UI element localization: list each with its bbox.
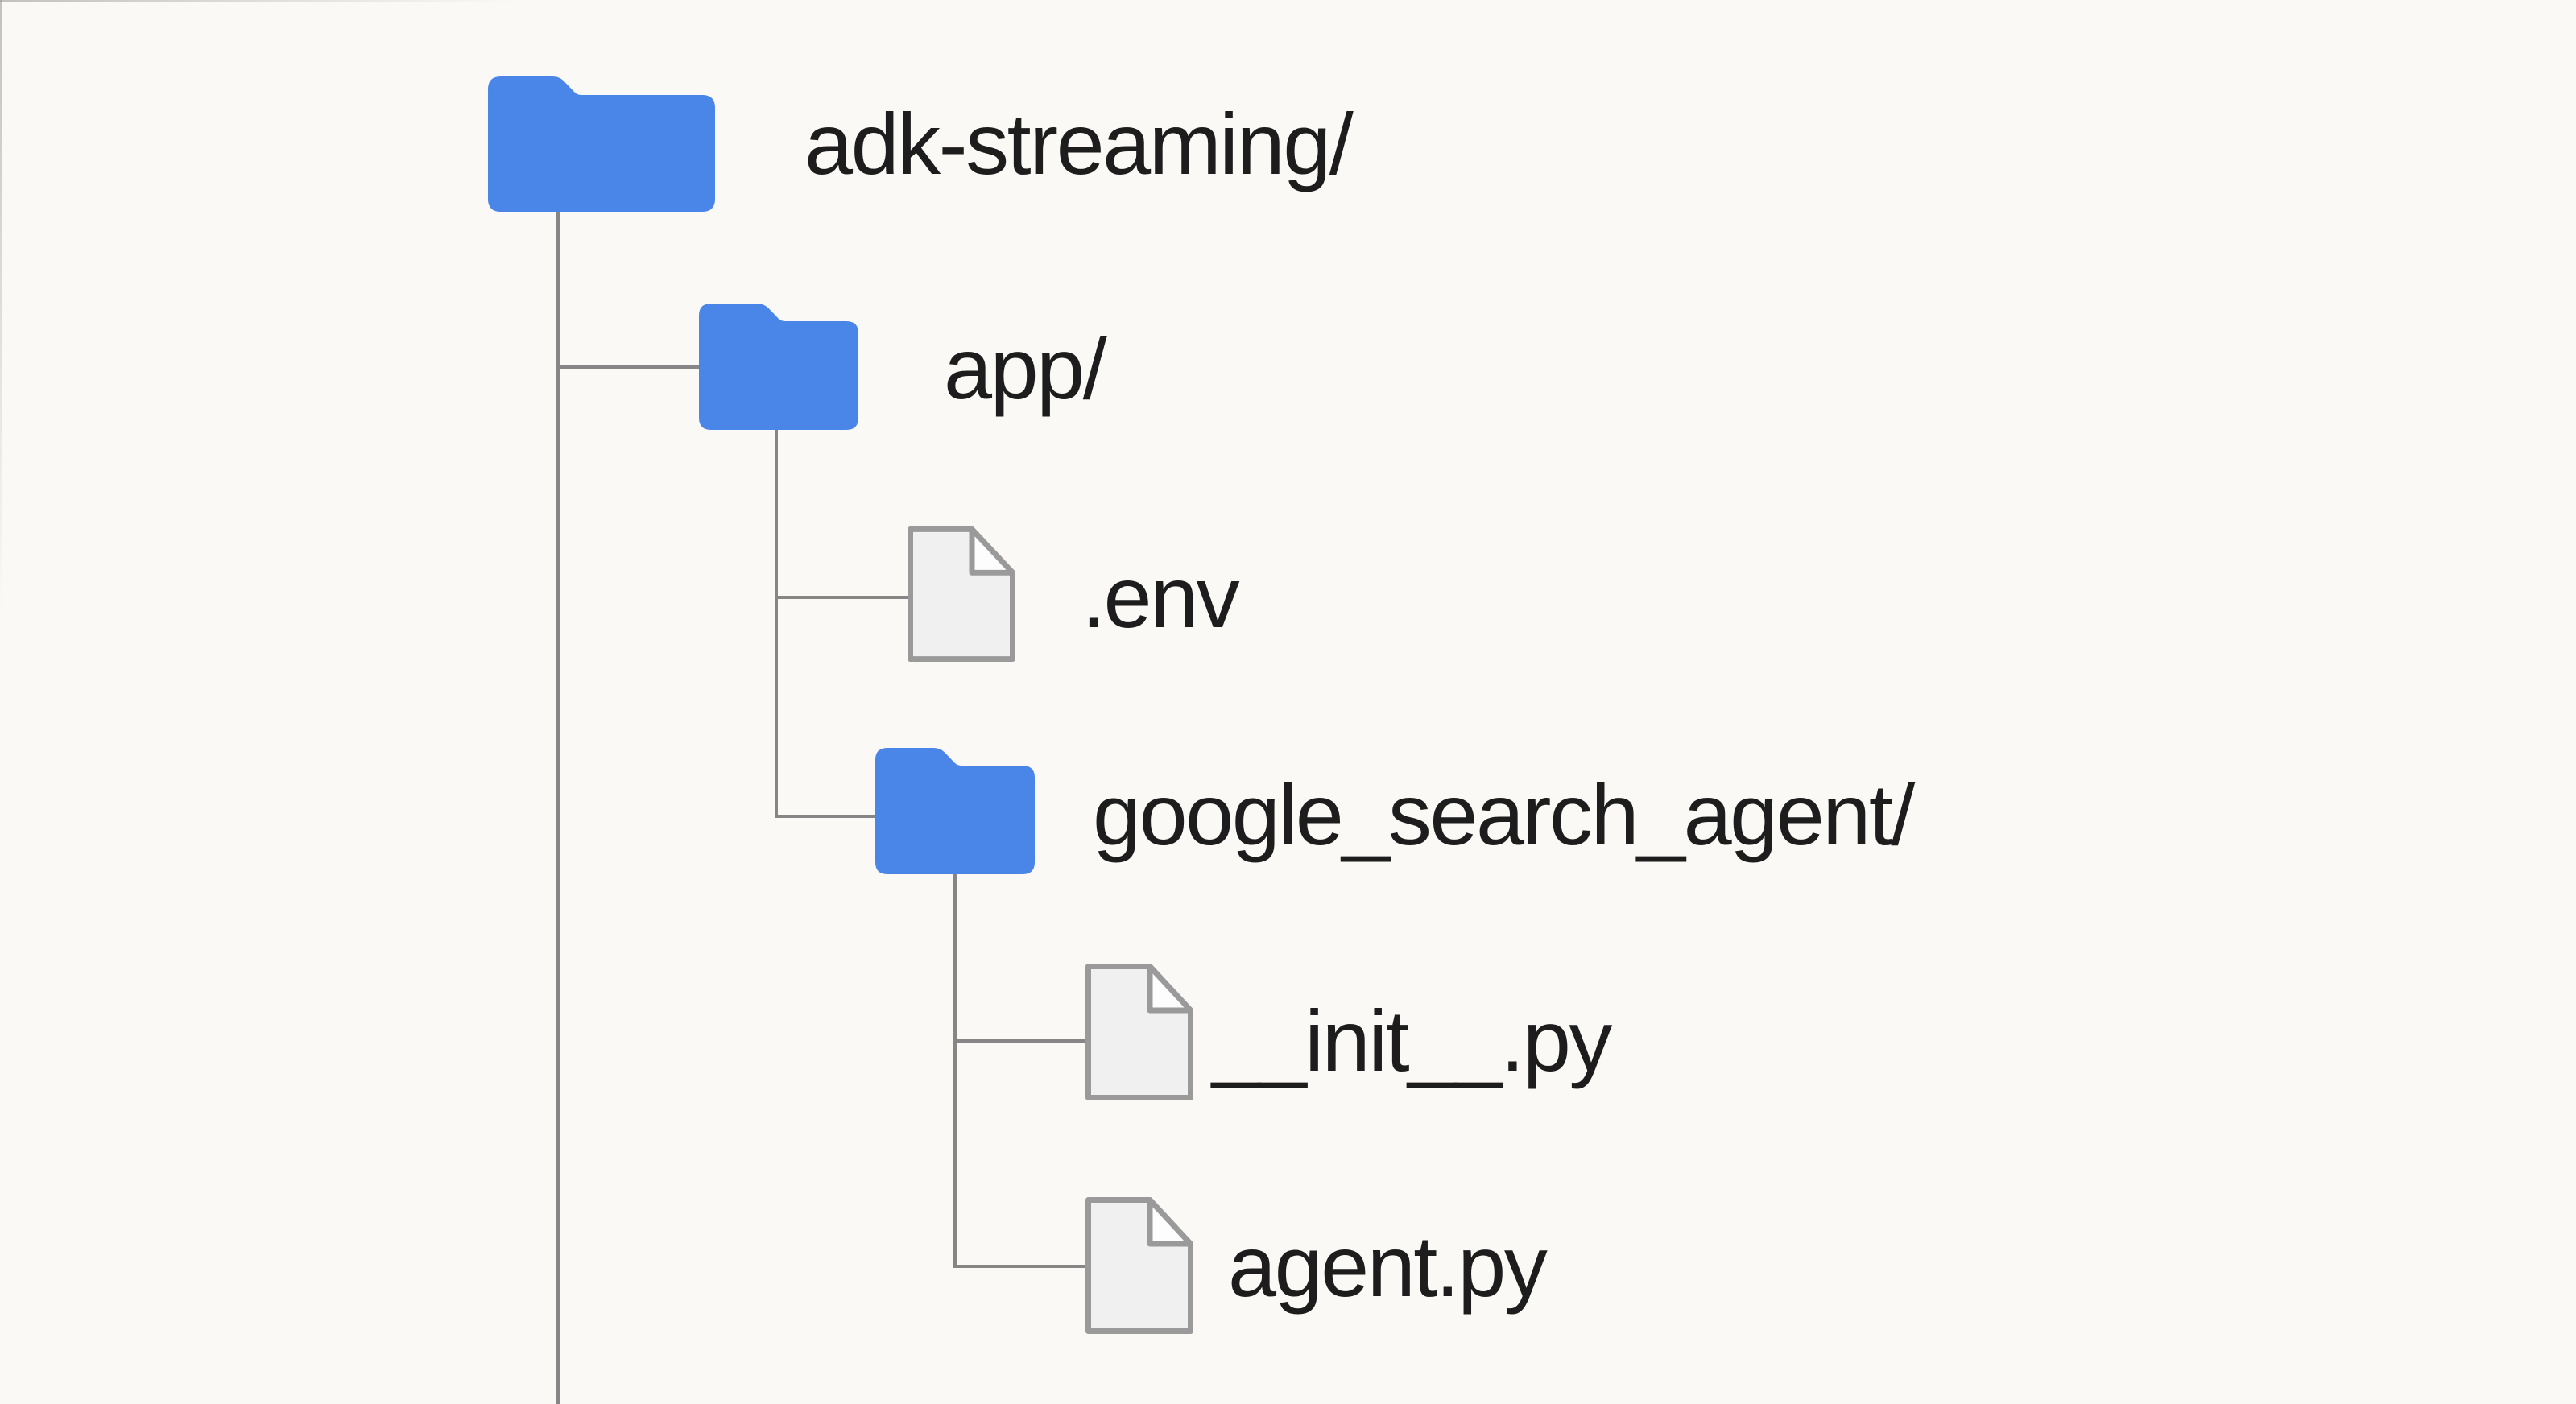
tree-connector-branch-agent — [953, 1265, 1085, 1268]
tree-connector-gsa-vertical — [953, 873, 957, 1268]
tree-node-label: agent.py — [1228, 1217, 1548, 1315]
tree-connector-app-vertical — [775, 430, 778, 818]
frame-edge-top — [0, 0, 515, 2]
file-icon — [908, 526, 1015, 662]
folder-icon — [488, 76, 715, 212]
frame-edge-left — [0, 0, 2, 612]
tree-node-label: app/ — [944, 320, 1107, 417]
tree-connector-branch-env — [775, 596, 908, 599]
tree-connector-branch-init — [953, 1039, 1085, 1043]
tree-connector-branch-app — [556, 365, 699, 369]
tree-node-label: __init__.py — [1212, 992, 1612, 1089]
folder-icon — [699, 304, 858, 430]
tree-connector-trunk — [556, 212, 560, 1404]
folder-icon — [875, 748, 1035, 874]
file-icon — [1085, 1197, 1193, 1334]
tree-connector-branch-gsa — [775, 815, 875, 818]
tree-node-label: google_search_agent/ — [1093, 766, 1915, 863]
file-icon — [1085, 964, 1193, 1100]
tree-node-label: adk-streaming/ — [804, 95, 1354, 192]
tree-node-label: .env — [1081, 548, 1240, 646]
